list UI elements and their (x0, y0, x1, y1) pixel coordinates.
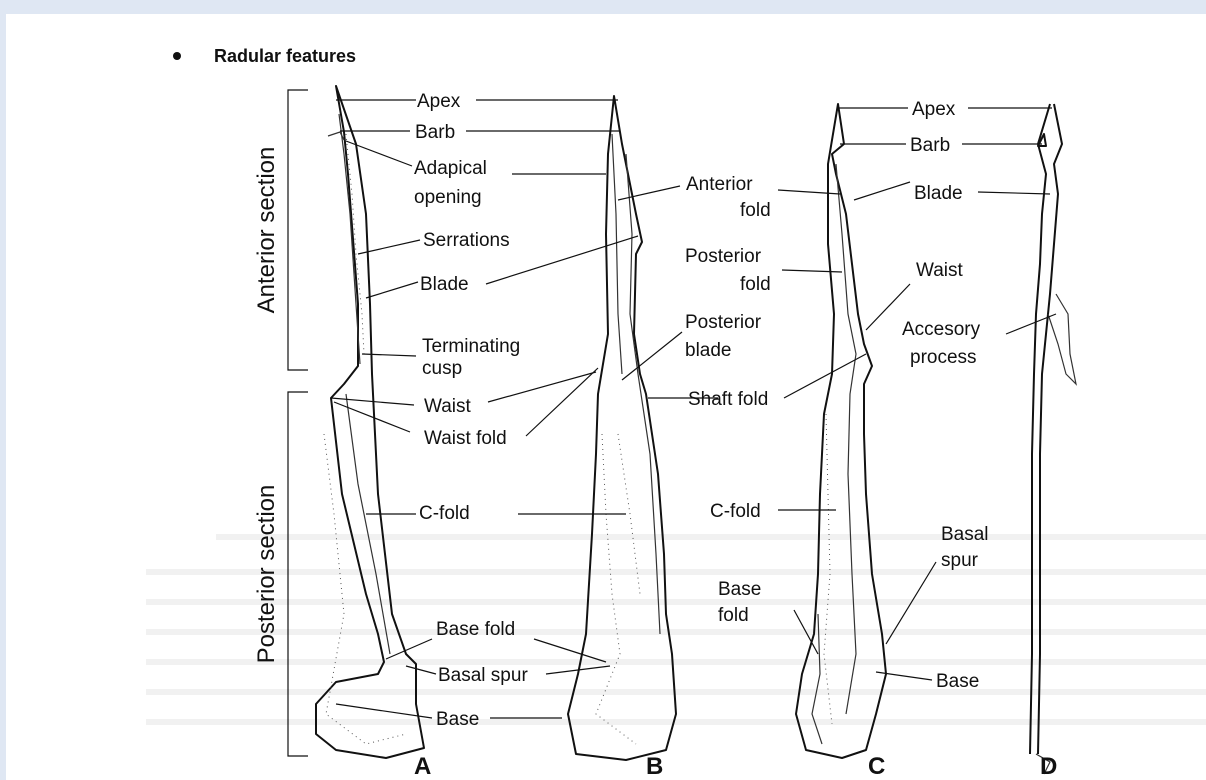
label-base-fold-c-1: Base (718, 579, 761, 600)
label-waist-fold: Waist fold (424, 428, 507, 449)
anterior-section-label: Anterior section (253, 147, 280, 314)
label-posterior-fold-2: fold (740, 274, 771, 295)
label-shaft-fold: Shaft fold (688, 389, 768, 410)
label-basal-spur-c-1: Basal (941, 524, 989, 545)
label-waist-c: Waist (916, 260, 964, 281)
label-adapical-opening-1: Adapical (414, 158, 487, 179)
label-accessory-process-1: Accesory (902, 319, 981, 340)
label-posterior-blade-2: blade (685, 340, 732, 361)
panel-label-d: D (1040, 753, 1057, 780)
label-anterior-fold-1: Anterior (686, 174, 753, 195)
label-apex-c: Apex (912, 99, 956, 120)
anterior-section-bracket (288, 90, 308, 370)
label-base-a: Base (436, 709, 479, 730)
label-posterior-blade-1: Posterior (685, 312, 762, 333)
label-base-fold-a: Base fold (436, 619, 515, 640)
label-blade-c: Blade (914, 183, 963, 204)
label-terminating-cusp-2: cusp (422, 358, 462, 379)
label-accessory-process-2: process (910, 347, 977, 368)
tooth-a-drawing (316, 86, 424, 758)
label-c-fold-a: C-fold (419, 503, 470, 524)
label-blade-a: Blade (420, 274, 469, 295)
panel-label-c: C (868, 753, 885, 780)
label-apex-a: Apex (417, 91, 461, 112)
label-posterior-fold-1: Posterior (685, 246, 762, 267)
label-anterior-fold-2: fold (740, 200, 771, 221)
panel-label-b: B (646, 753, 663, 780)
posterior-section-label: Posterior section (253, 485, 280, 664)
label-base-fold-c-2: fold (718, 605, 749, 626)
bleed-through-text (146, 534, 1206, 725)
panel-label-a: A (414, 753, 431, 780)
label-terminating-cusp-1: Terminating (422, 336, 520, 357)
label-serrations: Serrations (423, 230, 510, 251)
label-base-c: Base (936, 671, 979, 692)
label-barb-a: Barb (415, 122, 455, 143)
label-c-fold-c: C-fold (710, 501, 761, 522)
label-adapical-opening-2: opening (414, 187, 482, 208)
label-waist-a: Waist (424, 396, 472, 417)
radula-diagram: Anterior section Posterior section (6, 14, 1206, 780)
label-barb-c: Barb (910, 135, 950, 156)
figure-page: Radular features Anterior section Poster… (6, 14, 1206, 780)
tooth-d-drawing (1030, 104, 1076, 774)
label-basal-spur-a: Basal spur (438, 665, 528, 686)
label-basal-spur-c-2: spur (941, 550, 979, 571)
